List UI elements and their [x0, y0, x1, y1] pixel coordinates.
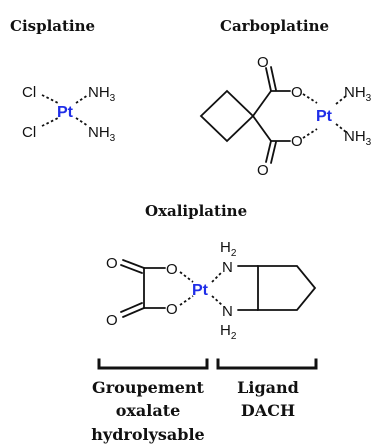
- atom-o-bottom-oxali: O: [166, 301, 178, 318]
- bond-o-pt-top: [179, 271, 194, 283]
- atom-o-lower: O: [291, 133, 303, 150]
- bond-o-pt-upper: [302, 93, 318, 104]
- atom-pt-oxaliplatine: Pt: [192, 282, 209, 299]
- atom-nh3-top: NH3: [88, 84, 116, 104]
- atom-pt-cisplatine: Pt: [57, 104, 74, 121]
- caption-ligand-line1: Ligand: [237, 378, 299, 397]
- cyclohexane-ring: [257, 265, 317, 311]
- bond-c-o-double-bottom-b: [120, 302, 143, 313]
- bond-c-c-upper: [252, 90, 272, 117]
- oxaliplatine-structure: O O O O Pt H2 N N H2: [106, 239, 317, 342]
- caption-groupement-line1: Groupement: [92, 378, 205, 397]
- brace-ligand: [216, 358, 318, 370]
- atom-o-carbonyl-bottom-oxali: O: [106, 312, 118, 329]
- bond-pt-nh3-top: [75, 94, 89, 104]
- bond-c-o-upper-double-a: [265, 67, 272, 92]
- bond-cl-pt-bottom: [41, 117, 59, 127]
- carboplatine-structure: O O O O Pt NH3 NH3: [199, 54, 372, 179]
- bond-pt-nh3-bottom: [75, 117, 89, 127]
- brace-groupement: [97, 358, 209, 370]
- caption-groupement-line2: oxalate: [116, 401, 181, 420]
- atom-nh3-bottom: NH3: [88, 124, 116, 144]
- atom-o-carbonyl-upper: O: [257, 54, 269, 71]
- bond-c-o-double-bottom-a: [122, 307, 145, 318]
- bond-pt-nh3-bottom-carbo: [335, 123, 347, 133]
- caption-groupement-line3: hydrolysable: [91, 425, 204, 444]
- atom-n-top: N: [222, 259, 233, 276]
- atom-o-carbonyl-lower: O: [257, 162, 269, 179]
- title-cisplatine: Cisplatine: [10, 17, 95, 35]
- atom-cl-bottom: Cl: [22, 124, 36, 141]
- atom-nh3-bottom-carbo: NH3: [344, 128, 372, 148]
- title-oxaliplatine: Oxaliplatine: [145, 202, 247, 220]
- bond-o-pt-lower: [302, 128, 318, 139]
- bond-c-o-lower-double-a: [265, 140, 272, 163]
- caption-ligand-line2: DACH: [241, 401, 295, 420]
- atom-o-upper: O: [291, 84, 303, 101]
- atom-o-top-oxali: O: [166, 261, 178, 278]
- atom-pt-carboplatine: Pt: [316, 108, 333, 125]
- cisplatine-structure: Cl Cl Pt NH3 NH3: [22, 84, 116, 144]
- atom-h2-bottom: H2: [220, 322, 237, 342]
- atom-nh3-top-carbo: NH3: [344, 84, 372, 104]
- cyclobutane-ring: [199, 89, 255, 143]
- bond-c-o-double-top-a: [122, 259, 145, 269]
- bond-pt-nh3-top-carbo: [335, 95, 347, 105]
- bond-pt-n-bottom: [211, 295, 223, 306]
- atom-o-carbonyl-top-oxali: O: [106, 255, 118, 272]
- atom-cl-top: Cl: [22, 84, 36, 101]
- bond-cl-pt-top: [41, 94, 59, 104]
- bond-c-o-upper-double-b: [270, 66, 277, 91]
- bond-pt-n-top: [211, 271, 223, 283]
- bond-c-c-lower: [252, 115, 272, 142]
- atom-n-bottom: N: [222, 303, 233, 320]
- bond-c-o-lower-double-b: [270, 141, 277, 164]
- atom-h2-top: H2: [220, 239, 237, 259]
- bond-c-o-double-top-b: [120, 264, 143, 274]
- title-carboplatine: Carboplatine: [220, 17, 329, 35]
